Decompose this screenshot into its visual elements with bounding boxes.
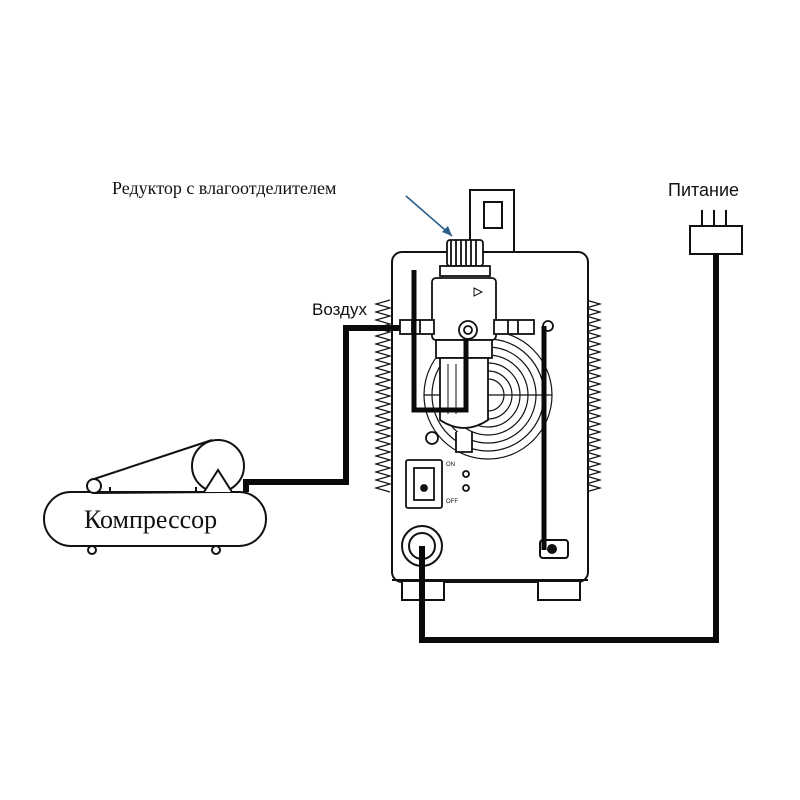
compressor-cylinder xyxy=(203,468,233,493)
regulator-knob xyxy=(446,239,484,267)
compressor-foot-left xyxy=(87,545,97,555)
internal-hose xyxy=(411,270,469,413)
compressor xyxy=(43,439,267,555)
power-cable xyxy=(419,254,719,643)
power-switch xyxy=(405,459,470,509)
power-label: Питание xyxy=(668,180,740,200)
regulator-pointer xyxy=(405,195,453,237)
air-hose xyxy=(243,325,400,492)
power-plug xyxy=(689,210,743,255)
hoses xyxy=(243,254,719,643)
compressor-foot-right xyxy=(211,545,221,555)
air-label: Воздух xyxy=(312,300,367,319)
compressor-belt-bottom xyxy=(93,491,223,494)
air-outlet-fitting xyxy=(493,319,535,335)
air-inlet-fitting xyxy=(399,319,435,335)
switch-on-label: ON xyxy=(446,462,455,468)
handle-slot xyxy=(483,201,503,229)
regulator-label: Редуктор с влагоотделителем xyxy=(112,178,337,198)
drain-valve xyxy=(455,432,473,453)
compressor-small-pulley xyxy=(86,478,102,494)
compressor-belt-top xyxy=(93,439,213,480)
compressor-label: Компрессор xyxy=(84,505,218,534)
heatsink-left xyxy=(373,299,393,493)
switch-off-label: OFF xyxy=(446,499,458,505)
unit-foot-right xyxy=(537,582,581,601)
